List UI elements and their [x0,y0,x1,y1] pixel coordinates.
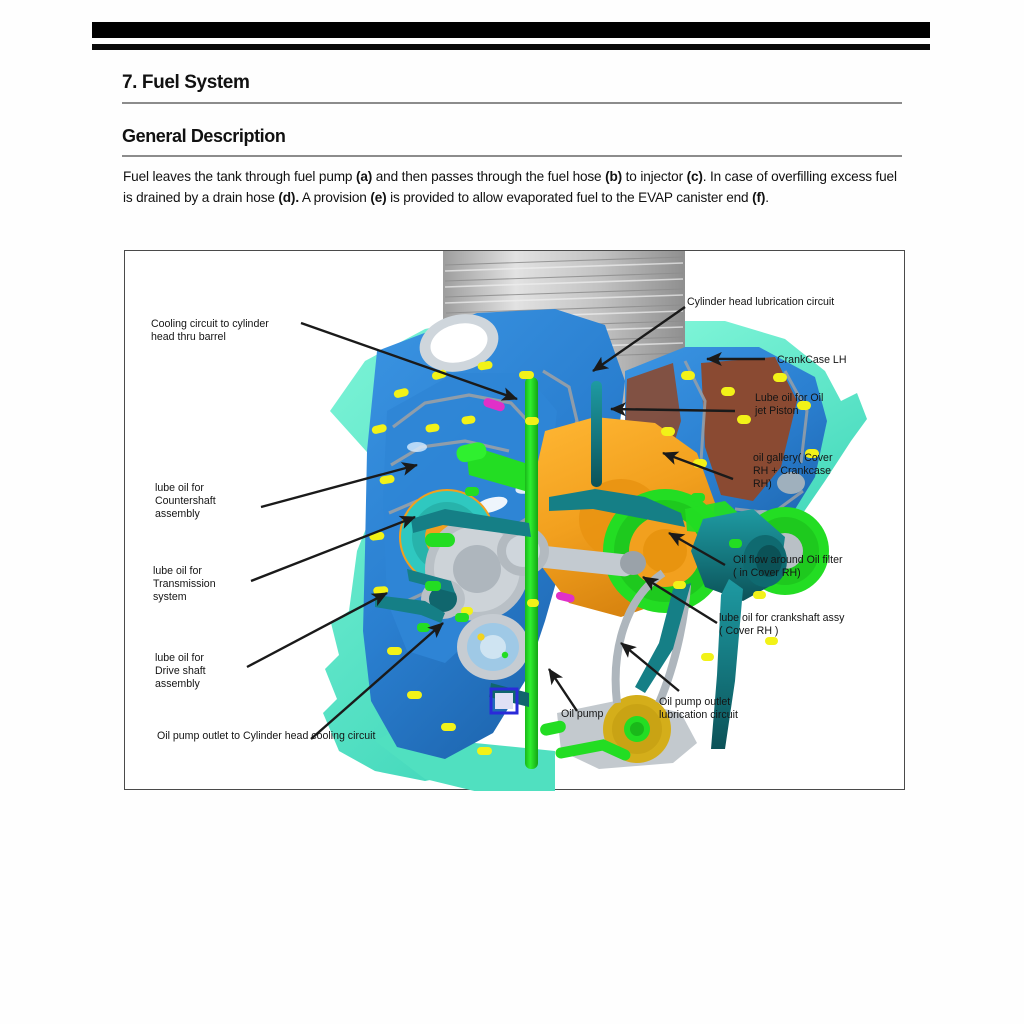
label-lube-oil-jet-line2: jet Piston [754,405,799,417]
header-bar-thin [92,44,930,50]
label-transmission-line1: lube oil for [153,565,202,577]
para-ref-d: (d). [278,190,299,205]
para-ref-f: (f) [752,190,766,205]
label-countershaft-line2: Countershaft [155,495,216,507]
leader-oilpump-cylhead [310,622,444,740]
general-description-paragraph: Fuel leaves the tank through fuel pump (… [123,166,909,208]
leader-crankshaft-assy [642,575,718,625]
magenta-pin-1 [483,398,505,412]
oil-pump-outlet-pipe [555,739,631,761]
magenta-pin-2 [555,591,575,603]
label-oilpump-outlet-line1: Oil pump outlet [659,696,730,708]
para-seg-5: A provision [298,190,371,205]
para-seg-4: . In case of overfilling excess fuel is … [123,169,897,205]
label-crankcase-lh: CrankCase LH [777,354,846,366]
leader-oil-pump [548,668,578,712]
label-cyl-head-lubrication: Cylinder head lubrication circuit [687,296,834,308]
label-lube-oil-jet-line1: Lube oil for Oil [755,392,823,404]
engine-lubrication-diagram-frame: Cooling circuit to cylinder head thru ba… [124,250,905,791]
cooling-tube-left [375,595,445,623]
callout-labels: Cooling circuit to cylinder head thru ba… [151,296,846,742]
green-chips [417,487,742,632]
label-driveshaft-line2: Drive shaft [155,665,206,677]
label-transmission-line2: Transmission [153,578,216,590]
para-ref-e: (e) [370,190,387,205]
label-cooling-circuit-line1: Cooling circuit to cylinder [151,318,269,330]
para-ref-c: (c) [686,169,703,184]
para-ref-a: (a) [355,169,373,184]
label-oilpump-cylhead: Oil pump outlet to Cylinder head cooling… [157,730,376,742]
section-rule [122,155,902,157]
para-seg-6: is provided to allow evaporated fuel to … [386,190,753,205]
transmission-cluster [457,614,529,680]
leader-cooling-circuit [300,321,518,401]
label-countershaft-line1: lube oil for [155,482,204,494]
label-oil-gallery-line3: RH) [753,478,772,490]
main-oil-gallery-vertical [525,377,538,769]
label-oil-filter-line1: Oil flow around Oil filter [733,554,843,566]
label-cooling-circuit-line2: head thru barrel [151,331,226,343]
leader-lube-oil-jet [610,402,736,417]
para-seg-2: and then passes through the fuel hose [372,169,606,184]
para-seg-7: . [765,190,769,205]
rh-boss-1 [777,472,805,494]
label-crankshaft-line1: lube oil for crankshaft assy [719,612,845,624]
oil-gallery-elbow [467,449,525,491]
label-oil-pump: Oil pump [561,708,603,720]
leader-driveshaft [246,591,388,669]
oil-pump-outlet-tube [711,579,743,749]
label-transmission-line3: system [153,591,187,603]
leader-transmission [250,515,416,583]
bearing-bore [419,314,499,372]
cyl-head-lub-tube [591,381,602,487]
para-seg-3: to injector [622,169,687,184]
label-oilpump-outlet-line2: lubrication circuit [659,709,738,721]
para-seg-1: Fuel leaves the tank through fuel pump [123,169,356,184]
chapter-title: 7. Fuel System [122,72,250,93]
label-oil-gallery-line2: RH + Crankcase [753,465,831,477]
section-title: General Description [122,126,286,146]
label-countershaft-line3: assembly [155,508,200,520]
oil-gallery-tube-horizontal [549,489,685,527]
label-oil-filter-line2: ( in Cover RH) [733,567,801,579]
engine-assembly [323,251,867,791]
oil-passage-3 [407,442,427,452]
leader-cyl-head-lub [592,306,686,372]
leader-oil-filter [668,531,726,567]
chapter-rule [122,102,902,104]
leader-countershaft [260,462,418,509]
para-ref-b: (b) [605,169,623,184]
callout-leader-lines [246,306,765,740]
label-driveshaft-line1: lube oil for [155,652,204,664]
label-crankshaft-line2: ( Cover RH ) [719,625,778,637]
leader-oil-gallery [662,451,734,481]
header-bar-thick [92,22,930,38]
label-driveshaft-line3: assembly [155,678,200,690]
oil-jet-tube [411,509,531,537]
label-oil-gallery-line1: oil gallery( Cover [753,452,833,464]
engine-cutaway-illustration: Cooling circuit to cylinder head thru ba… [151,251,867,791]
blue-square-marker [489,687,519,715]
leader-oilpump-outlet [620,642,680,692]
